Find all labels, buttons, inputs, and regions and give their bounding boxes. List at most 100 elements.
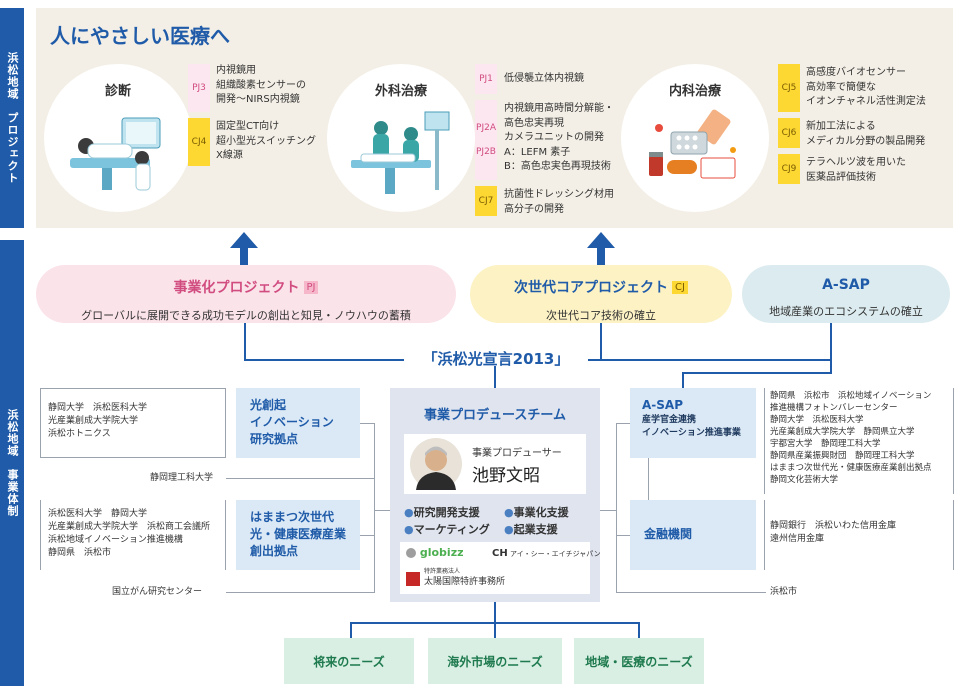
pj-pill: 事業化プロジェクト PJ グローバルに展開できる成功モデルの創出と知見・ノウハウ… <box>36 265 456 323</box>
producer-name: 池野文昭 <box>472 466 540 486</box>
needs-connector-down <box>494 602 496 622</box>
item-pj2-text: 内視鏡用高時間分解能・ 高色忠実再現 カメラユニットの開発 A：LEFM 素子 … <box>504 103 614 172</box>
taiyo-logo-icon <box>406 571 420 586</box>
right-to-center-connector <box>600 510 616 511</box>
left-box1: 光創起 イノベーション 研究拠点 <box>236 388 360 458</box>
ich-logo-text: アイ・シー・エイチジャパン <box>509 550 601 558</box>
declaration-line-h-left <box>244 359 404 361</box>
asap-connector-h <box>682 372 832 374</box>
bullet-icon: ● <box>404 506 414 519</box>
up-arrow-right-stem <box>597 247 605 265</box>
right-bank-label: 金融機関 <box>644 527 693 541</box>
sidebar-project: 浜松地域 プロジェクト <box>0 8 24 228</box>
logo-strip <box>400 542 590 594</box>
needs-box-future: 将来のニーズ <box>284 638 414 684</box>
right-single-connector <box>616 592 766 593</box>
needs-connector-mid <box>494 622 496 638</box>
left-single2-connector <box>226 592 374 593</box>
left-box1-connector <box>360 423 374 424</box>
globizz-logo-text: globizz <box>419 546 464 559</box>
item-cj9-text: テラヘルツ波を用いた 医薬品評価技術 <box>806 157 906 183</box>
up-arrow-right-icon <box>587 232 615 248</box>
producer-role: 事業プロデューサー <box>472 448 562 459</box>
declaration-label: 「浜松光宣言2013」 <box>422 350 570 368</box>
declaration-line-h-right <box>588 359 832 361</box>
item-cj4-text: 固定型CT向け 超小型光スイッチング X線源 <box>216 121 316 161</box>
right-group2-bracket <box>764 500 954 570</box>
internal-medicine-circle: 内科治療 <box>621 64 769 212</box>
asap-connector-v2 <box>830 359 832 374</box>
up-arrow-left-icon <box>230 232 258 248</box>
producer-card: 事業プロデューサー 池野文昭 <box>404 434 586 494</box>
cj-pill-title: 次世代コアプロジェクト <box>514 280 669 296</box>
taiyo-logo-name: 太陽国際特許事務所 <box>424 577 506 587</box>
asap-pill-title: A-SAP <box>822 277 870 293</box>
service-item: ●研究開発支援 <box>404 504 480 520</box>
up-arrow-left-stem <box>240 247 248 265</box>
bullet-icon: ● <box>504 506 514 519</box>
left-box2: はままつ次世代 光・健康医療産業 創出拠点 <box>236 500 360 570</box>
globizz-logo: globizz <box>406 546 464 559</box>
taiyo-logo-top: 特許業務法人 <box>424 568 461 575</box>
bullet-icon: ● <box>504 523 514 536</box>
right-vertical-connector <box>616 423 617 593</box>
right-single-text: 浜松市 <box>770 587 798 597</box>
cj-pill-sub: 次世代コア技術の確立 <box>546 309 656 322</box>
left-box2-label: はままつ次世代 光・健康医療産業 創出拠点 <box>250 510 347 558</box>
asap-connector-v <box>682 372 684 388</box>
left-to-center-connector <box>374 510 390 511</box>
diagnosis-circle: 診断 <box>44 64 192 212</box>
tag-pj1: PJ1 <box>475 64 497 94</box>
service-item: ●マーケティング <box>404 521 490 537</box>
tag-cj5: CJ5 <box>778 64 800 112</box>
ich-logo-icon: CH <box>492 548 508 559</box>
needs-box-regional: 地域・医療のニーズ <box>574 638 704 684</box>
left-single1-text: 静岡理工科大学 <box>150 473 214 483</box>
cj-pill-badge: CJ <box>672 280 688 294</box>
ich-logo: CH アイ・シー・エイチジャパン <box>492 548 601 559</box>
produce-team-title: 事業プロデュースチーム <box>424 408 566 423</box>
pj-pill-badge: PJ <box>303 280 319 294</box>
sidebar-structure: 浜松地域 事業体制 <box>0 240 24 686</box>
right-group1-bracket <box>764 388 954 494</box>
service-item: ●事業化支援 <box>504 504 569 520</box>
item-cj7-text: 抗菌性ドレッシング材用 高分子の開発 <box>504 189 614 215</box>
right-box2-connector <box>616 535 630 536</box>
asap-pill-sub: 地域産業のエコシステムの確立 <box>769 305 923 318</box>
left-group1-text: 静岡大学 浜松医科大学 光産業創成大学院大学 浜松ホトニクス <box>48 403 148 439</box>
declaration-line-left-v <box>244 323 246 361</box>
tag-cj7: CJ7 <box>475 186 497 216</box>
left-box1-label: 光創起 イノベーション 研究拠点 <box>250 398 334 446</box>
right-group1-text: 静岡県 浜松市 浜松地域イノベーション 推進機構フォトンバレーセンター 静岡大学… <box>770 391 932 485</box>
right-asap-title: A-SAP <box>642 398 683 412</box>
item-cj6-text: 新加工法による メディカル分野の製品開発 <box>806 121 926 147</box>
sidebar-structure-label: 浜松地域 事業体制 <box>6 409 19 517</box>
left-vertical-connector <box>374 423 375 593</box>
internal-medicine-label: 内科治療 <box>668 84 721 99</box>
surgery-illustration-icon <box>351 111 450 194</box>
diagnosis-label: 診断 <box>104 84 131 99</box>
declaration-line-mid-v <box>600 323 602 361</box>
left-box2-connector <box>360 535 374 536</box>
tag-pj2: PJ2A PJ2B <box>475 100 497 180</box>
tag-cj4: CJ4 <box>188 118 210 166</box>
service-label: 研究開発支援 <box>413 506 480 519</box>
service-label: 起業支援 <box>513 523 558 536</box>
tag-pj3: PJ3 <box>188 64 210 112</box>
item-cj5-text: 高感度バイオセンサー 高効率で簡便な イオンチャネル活性測定法 <box>806 67 926 107</box>
taiyo-logo: 特許業務法人 太陽国際特許事務所 <box>406 568 505 587</box>
right-group2-text: 静岡銀行 浜松いわた信用金庫 遠州信用金庫 <box>770 521 897 544</box>
producer-avatar <box>410 438 462 490</box>
surgery-circle: 外科治療 <box>327 64 475 212</box>
left-group1-bracket <box>40 388 226 458</box>
left-single2-text: 国立がん研究センター <box>112 587 203 597</box>
service-label: マーケティング <box>413 523 490 536</box>
diagnosis-illustration-icon <box>70 117 161 191</box>
tag-cj6: CJ6 <box>778 118 800 148</box>
service-label: 事業化支援 <box>513 506 569 519</box>
sidebar-project-label: 浜松地域 プロジェクト <box>6 52 19 184</box>
declaration-line-right-v <box>830 323 832 361</box>
pj-pill-sub: グローバルに展開できる成功モデルの創出と知見・ノウハウの蓄積 <box>81 309 411 322</box>
surgery-label: 外科治療 <box>374 84 427 99</box>
declaration-line-down <box>494 366 496 390</box>
